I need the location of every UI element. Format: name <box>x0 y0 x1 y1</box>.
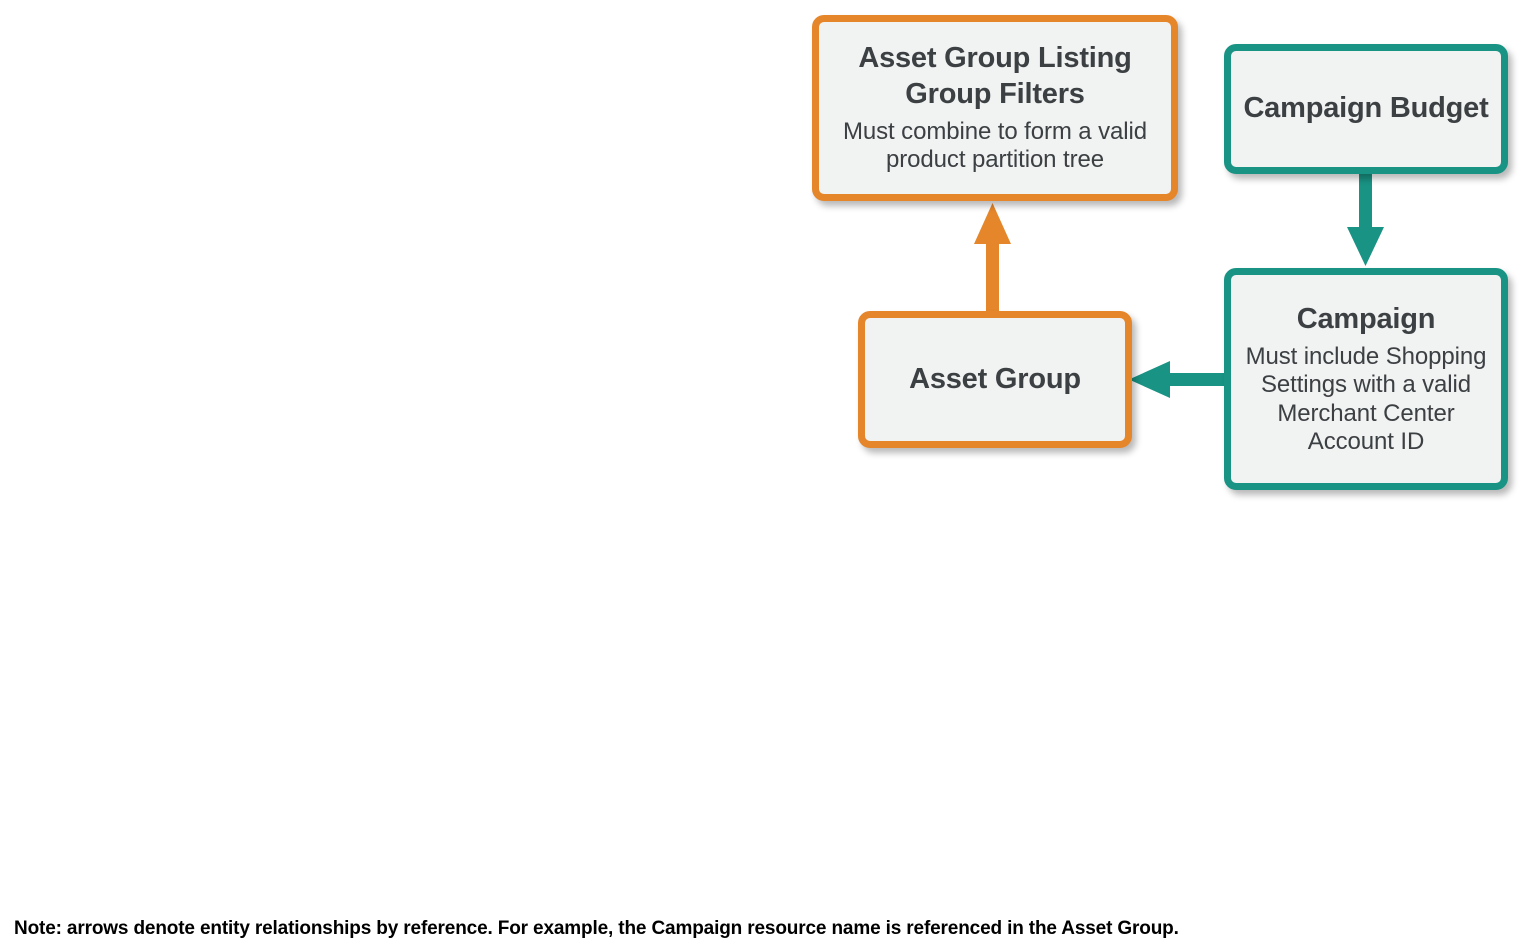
node-title: Asset Group <box>909 362 1081 395</box>
node-asset-group[interactable]: Asset Group <box>858 311 1132 448</box>
edge-campaign-budget-to-campaign-icon <box>1347 172 1384 266</box>
node-asset-group-listing-group-filters[interactable]: Asset Group Listing Group Filters Must c… <box>812 15 1178 201</box>
edge-campaign-to-asset-group-icon <box>1129 361 1227 398</box>
node-subtitle: Must combine to form a valid product par… <box>843 118 1147 174</box>
node-campaign-budget[interactable]: Campaign Budget <box>1224 44 1508 174</box>
node-title: Campaign <box>1296 302 1436 335</box>
node-title: Campaign Budget <box>1243 92 1489 125</box>
node-campaign[interactable]: Campaign Must include Shopping Settings … <box>1224 268 1508 490</box>
edge-asset-group-to-listing-group-filters-icon <box>974 203 1011 314</box>
node-subtitle: Must include Shopping Settings with a va… <box>1245 343 1487 455</box>
node-title: Asset Group Listing Group Filters <box>858 42 1132 110</box>
diagram-note: Note: arrows denote entity relationships… <box>14 918 1179 939</box>
